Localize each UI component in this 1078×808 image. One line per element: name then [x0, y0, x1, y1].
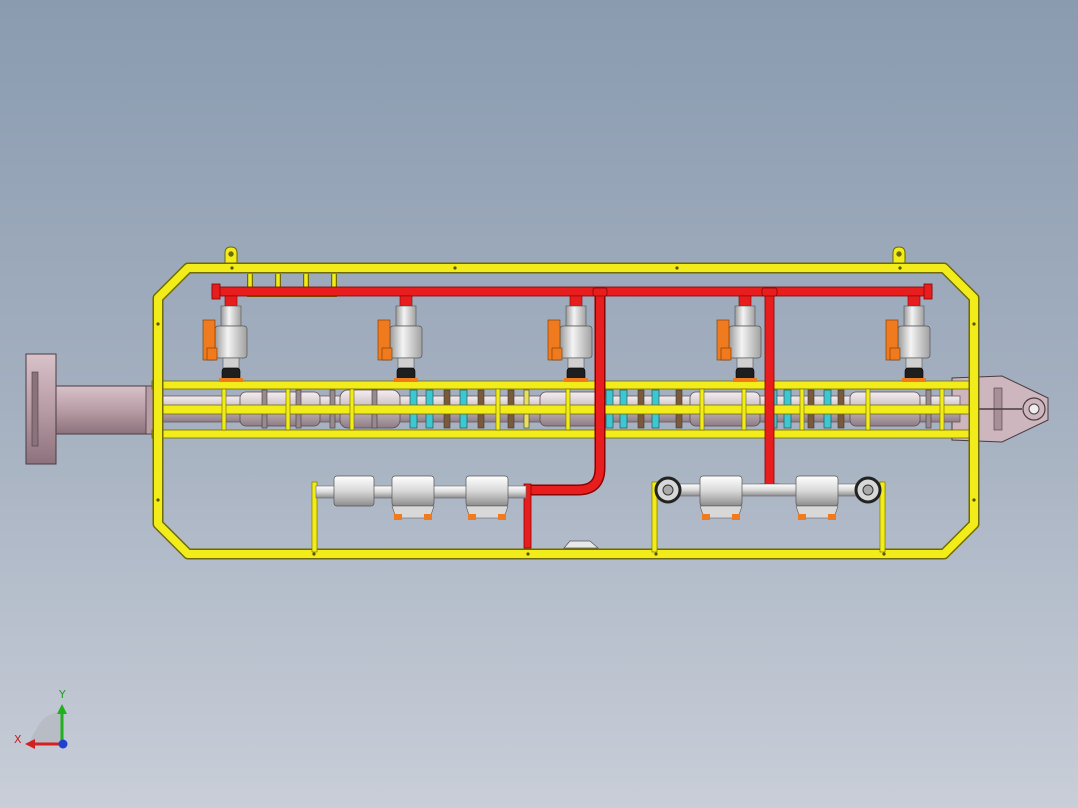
red-drop-line-left[interactable] [523, 287, 608, 549]
valve-icon[interactable] [885, 295, 931, 382]
triad-x-label: X [14, 733, 22, 746]
center-guide-bar[interactable] [155, 404, 973, 415]
inlet-housing[interactable] [25, 353, 159, 465]
frame-bolts [156, 266, 976, 556]
triad-y-label: Y [59, 688, 66, 701]
lower-right-valve-train[interactable] [651, 475, 886, 553]
valve-icon[interactable] [547, 295, 593, 382]
upper-valve-row[interactable] [202, 295, 931, 382]
axis-triad-icon[interactable] [25, 704, 68, 749]
valve-icon[interactable] [716, 295, 762, 382]
rail-stays [221, 388, 945, 431]
skid-frame[interactable] [152, 262, 980, 560]
lower-left-valve-train[interactable] [311, 475, 527, 553]
bottom-mount-plate [563, 540, 599, 549]
valve-icon[interactable] [202, 295, 248, 382]
valve-icon[interactable] [377, 295, 423, 382]
lifting-lug-icon[interactable] [224, 246, 906, 264]
